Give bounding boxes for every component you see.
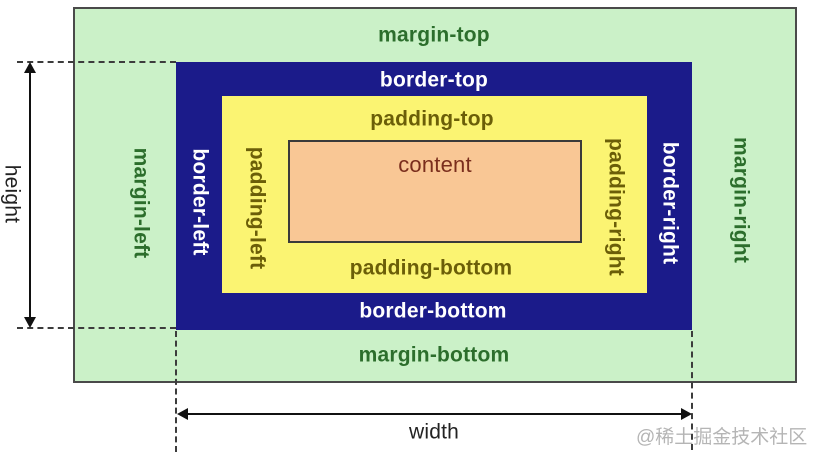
height-arrow-up-icon (24, 62, 36, 73)
border-right-label: border-right (658, 141, 682, 265)
width-label: width (408, 420, 460, 444)
watermark: @稀土掘金技术社区 (636, 427, 808, 448)
padding-left-label: padding-left (245, 146, 269, 270)
padding-top-label: padding-top (370, 107, 494, 131)
border-left-label: border-left (188, 148, 212, 256)
width-guide-right-dashed-line (691, 331, 693, 450)
padding-right-label: padding-right (604, 138, 628, 276)
height-guide-top-dashed-line (17, 61, 176, 63)
margin-right-label: margin-right (729, 136, 753, 264)
width-arrow-right-icon (681, 408, 692, 420)
content-label: content (398, 152, 472, 177)
width-arrow-left-icon (177, 408, 188, 420)
margin-bottom-label: margin-bottom (358, 343, 510, 367)
border-top-label: border-top (379, 68, 489, 92)
margin-left-label: margin-left (129, 147, 153, 259)
height-arrow-down-icon (24, 317, 36, 328)
padding-bottom-label: padding-bottom (349, 256, 513, 280)
width-guide-left-dashed-line (175, 331, 177, 452)
content-area (288, 140, 582, 243)
height-label: height (0, 164, 24, 224)
border-bottom-label: border-bottom (359, 299, 507, 323)
height-guide-bottom-dashed-line (17, 327, 176, 329)
height-arrow-line (29, 66, 31, 324)
margin-top-label: margin-top (378, 23, 490, 47)
width-arrow-line (183, 413, 686, 415)
